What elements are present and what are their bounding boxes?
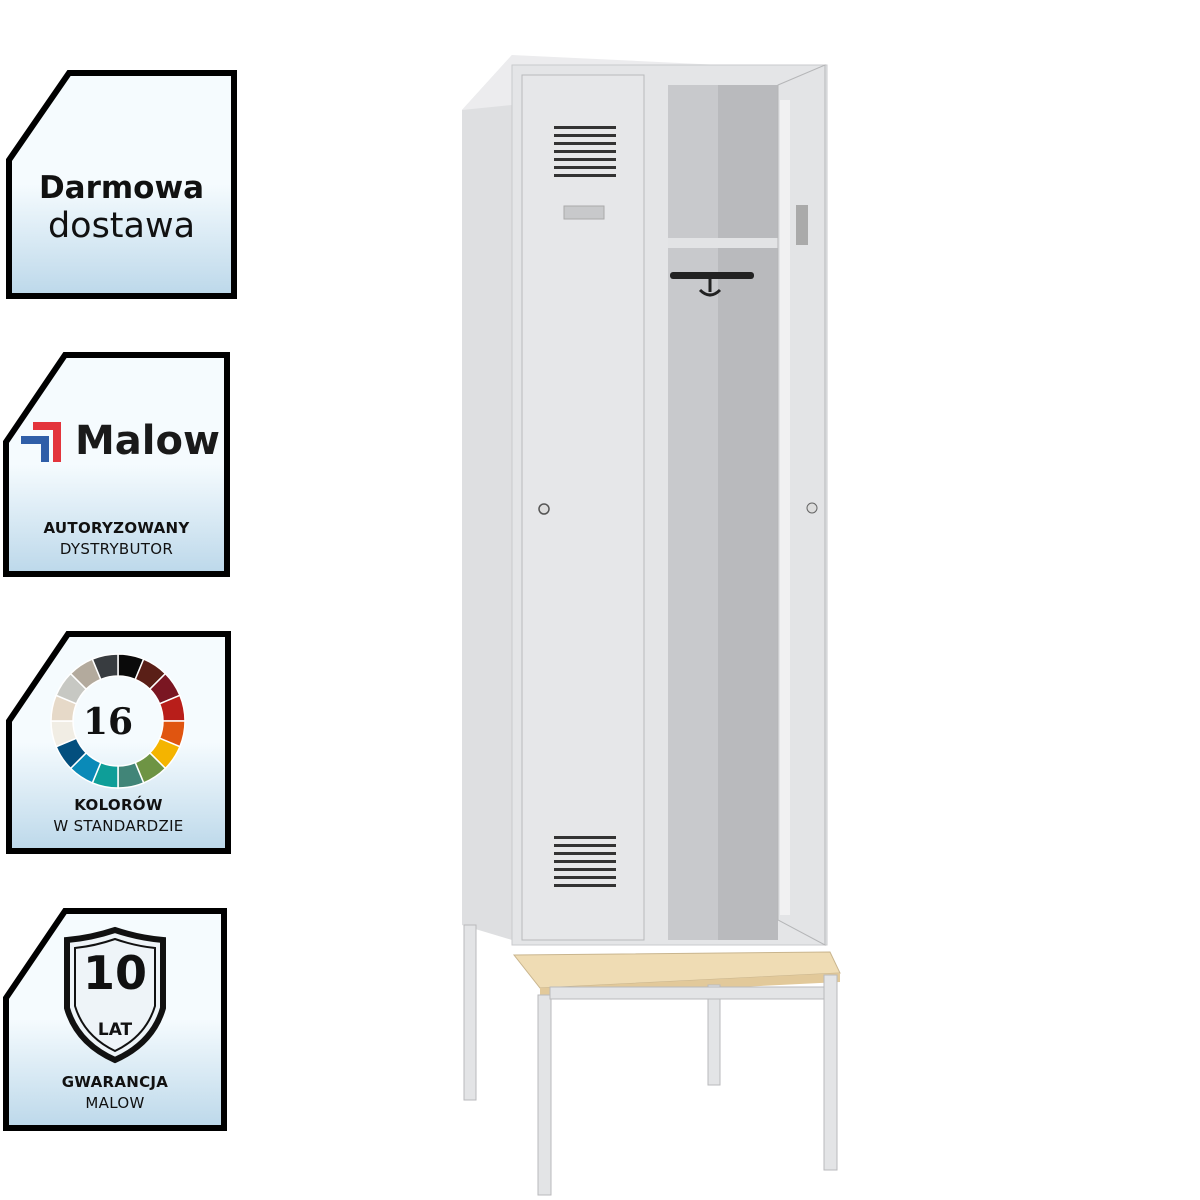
warranty-badge: 10 LAT GWARANCJA MALOW — [3, 908, 227, 1132]
delivery-line1: Darmowa — [38, 170, 205, 206]
warranty-unit: LAT — [97, 1020, 133, 1040]
shelf — [668, 238, 778, 248]
badge-frame — [3, 352, 230, 577]
hook-icon — [698, 279, 722, 297]
label-holder — [563, 205, 605, 220]
badge-frame — [6, 70, 237, 299]
malow-logo-icon — [21, 422, 61, 462]
authorized-distributor-badge: Malow AUTORYZOWANY DYSTRYBUTOR — [3, 352, 230, 578]
brand-name: Malow — [75, 418, 220, 464]
colors-line2: W STANDARDZIE — [53, 817, 184, 835]
lock-icon — [806, 502, 818, 514]
locker-side — [462, 55, 512, 940]
clothes-rail — [670, 272, 754, 279]
colors-count: 16 — [82, 701, 134, 743]
delivery-line2: dostawa — [47, 206, 196, 246]
color-swatch — [91, 653, 119, 681]
vent-bottom-icon — [554, 836, 616, 887]
free-delivery-badge: Darmowa dostawa — [6, 70, 237, 300]
distributor-line1: AUTORYZOWANY — [43, 519, 190, 537]
warranty-line2: MALOW — [85, 1094, 145, 1112]
warranty-line1: GWARANCJA — [61, 1073, 169, 1091]
bench-legs — [463, 924, 838, 1196]
vent-top-icon — [554, 126, 616, 177]
lock-icon — [538, 503, 550, 515]
color-wheel-icon — [50, 653, 186, 789]
badge-frame — [3, 908, 227, 1131]
locker-with-bench-image — [462, 55, 841, 1196]
colors-badge: 16 KOLORÓW W STANDARDZIE — [6, 631, 231, 855]
warranty-years: 10 — [82, 946, 147, 1000]
shield-icon — [64, 926, 166, 1064]
badge-frame — [6, 631, 231, 854]
distributor-line2: DYSTRYBUTOR — [59, 540, 174, 558]
colors-line1: KOLORÓW — [74, 796, 163, 814]
